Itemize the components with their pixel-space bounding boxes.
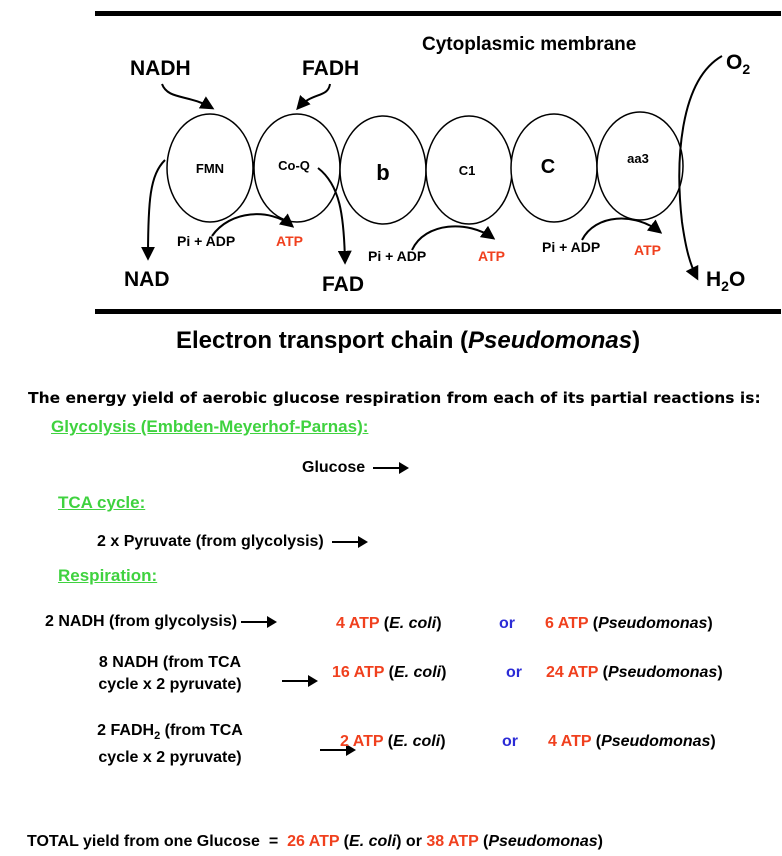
respiration-row-2-or: or: [506, 664, 522, 681]
nadh-label: NADH: [130, 57, 191, 80]
membrane-bottom-line: [95, 309, 781, 314]
complex-label-c1: C1: [459, 163, 476, 178]
intro-text: The energy yield of aerobic glucose resp…: [28, 389, 761, 407]
complex-label-b: b: [376, 160, 389, 185]
respiration-row-3-source: 2 FADH2 (from TCA cycle x 2 pyruvate): [97, 722, 243, 767]
nad-arrow: [141, 159, 166, 261]
total-yield: TOTAL yield from one Glucose = 26 ATP (E…: [27, 833, 603, 850]
glucose-label: Glucose: [302, 459, 366, 476]
membrane-top-line: [95, 11, 781, 16]
glycolysis-reactant: Glucose: [302, 459, 410, 477]
fad-label: FAD: [322, 273, 364, 296]
pyruvate-label: 2 x Pyruvate (from glycolysis): [97, 533, 324, 550]
atp-arrow-2: [411, 225, 496, 251]
atp-arrow-3: [581, 217, 663, 241]
reaction-arrow: [282, 674, 318, 687]
pi-adp-label-3: Pi + ADP: [542, 239, 600, 255]
atp-arrow-1: [211, 213, 295, 237]
complex-label-aa3: aa3: [627, 151, 649, 166]
respiration-row-1-source: 2 NADH (from glycolysis): [45, 613, 278, 631]
o2-arrow: [678, 55, 723, 281]
complex-fmn: [166, 113, 254, 223]
respiration-heading: Respiration:: [58, 566, 158, 585]
respiration-row-2-pseudomonas: 24 ATP (Pseudomonas): [546, 664, 723, 681]
tca-heading: TCA cycle:: [58, 493, 146, 512]
pi-adp-label-1: Pi + ADP: [177, 233, 235, 249]
nadh-arrow: [161, 83, 215, 110]
pi-adp-label-2: Pi + ADP: [368, 248, 426, 264]
title-close: ): [632, 327, 641, 354]
respiration-row-3-ecoli: 2 ATP (E. coli): [340, 733, 446, 750]
complex-label-coq: Co-Q: [278, 158, 310, 173]
electron-transport-chain-diagram: Cytoplasmic membrane NADH FADH FMN Co-Q …: [95, 11, 781, 314]
respiration-row-2-source: 8 NADH (from TCA cycle x 2 pyruvate): [98, 654, 242, 693]
reaction-arrow: [373, 461, 410, 474]
page-title: Electron transport chain (Pseudomonas): [176, 327, 640, 355]
reaction-arrow: [331, 535, 368, 548]
fad-arrow: [317, 167, 352, 265]
nad-label: NAD: [124, 268, 170, 291]
respiration-row-3-or: or: [502, 733, 518, 750]
respiration-row-2-ecoli: 16 ATP (E. coli): [332, 664, 447, 681]
respiration-row-1-pseudomonas: 6 ATP (Pseudomonas): [545, 615, 713, 632]
glycolysis-heading: Glycolysis (Embden-Meyerhof-Parnas):: [51, 417, 369, 436]
respiration-row-3-pseudomonas: 4 ATP (Pseudomonas): [548, 733, 716, 750]
reaction-arrow: [241, 615, 278, 628]
membrane-label: Cytoplasmic membrane: [422, 34, 636, 55]
title-organism: Pseudomonas: [468, 327, 633, 354]
title-main: Electron transport chain (: [176, 327, 469, 354]
complex-label-c: C: [541, 156, 555, 178]
complex-aa3: [596, 111, 684, 221]
atp-label-1: ATP: [276, 233, 303, 249]
complex-label-fmn: FMN: [196, 161, 224, 176]
fadh-arrow: [296, 83, 331, 111]
fadh-label: FADH: [302, 57, 359, 80]
o2-label: O2: [726, 51, 750, 77]
h2o-label: H2O: [706, 268, 745, 294]
atp-label-2: ATP: [478, 248, 505, 264]
respiration-row-1-or: or: [499, 615, 515, 632]
atp-label-3: ATP: [634, 242, 661, 258]
respiration-row-1-ecoli: 4 ATP (E. coli): [336, 615, 442, 632]
tca-reactant: 2 x Pyruvate (from glycolysis): [97, 533, 368, 551]
reaction-arrow: [320, 743, 357, 756]
